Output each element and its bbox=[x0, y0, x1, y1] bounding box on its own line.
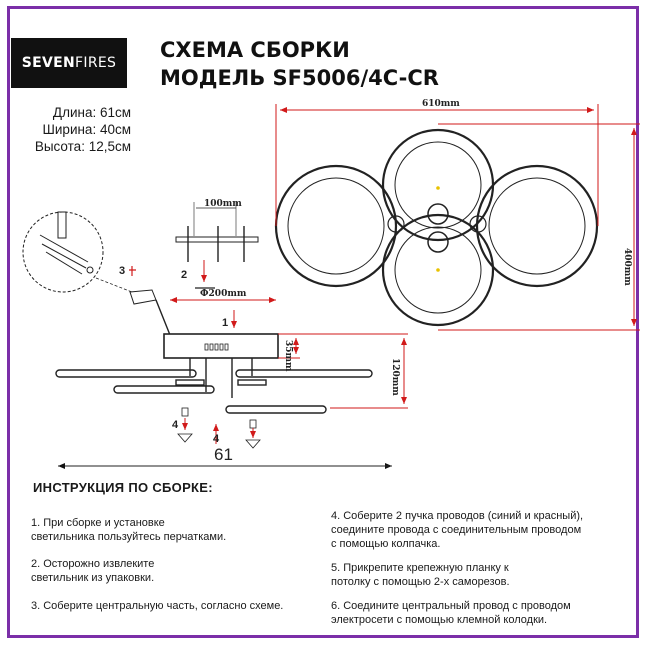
dimension-width: Ширина: 40см bbox=[42, 122, 131, 137]
instruction-step-1: 1. При сборке и установке светильника по… bbox=[31, 516, 226, 544]
logo-bold-text: SEVEN bbox=[21, 55, 76, 71]
instruction-step-6: 6. Соедините центральный провод с провод… bbox=[331, 599, 571, 627]
label-top-width: 610mm bbox=[422, 99, 460, 109]
label-total-length: 61 bbox=[214, 445, 233, 464]
led-dot-bottom bbox=[436, 268, 440, 272]
side-view-arms bbox=[55, 358, 373, 414]
ring-right bbox=[475, 164, 599, 288]
label-plate-diameter: Ф200mm bbox=[200, 289, 247, 299]
hub-upper bbox=[427, 203, 449, 225]
logo-light-text: FIRES bbox=[75, 55, 117, 71]
instructions-heading: ИНСТРУКЦИЯ ПО СБОРКЕ: bbox=[33, 480, 213, 495]
step-4-line-3: с помощью колпачка. bbox=[331, 538, 441, 550]
dimension-length: Длина: 61см bbox=[52, 105, 131, 120]
mounting-bar: 100mm bbox=[175, 199, 259, 289]
step-marker-1: 1 bbox=[222, 317, 228, 329]
step-5-line-1: 5. Прикрепите крепежную планку к bbox=[331, 562, 509, 574]
step-3-line-1: 3. Соберите центральную часть, согласно … bbox=[31, 600, 284, 612]
step-marker-2: 2 bbox=[181, 269, 187, 281]
instruction-step-2: 2. Осторожно извлеките светильник из упа… bbox=[31, 557, 154, 585]
title-line-2: МОДЕЛЬ SF5006/4C-CR bbox=[160, 66, 439, 90]
dimension-height: Высота: 12,5см bbox=[34, 139, 131, 154]
led-dot-top bbox=[436, 186, 440, 190]
hub-left bbox=[387, 215, 405, 233]
step-marker-4b: 4 bbox=[213, 433, 220, 445]
step-4-line-1: 4. Соберите 2 пучка проводов (синий и кр… bbox=[331, 510, 584, 522]
dimensions-list: Длина: 61см Ширина: 40см Высота: 12,5см bbox=[35, 104, 131, 155]
top-view bbox=[274, 128, 599, 327]
wire-connectors bbox=[177, 407, 261, 449]
label-body-height: 120mm bbox=[390, 358, 400, 396]
page-title: СХЕМА СБОРКИ МОДЕЛЬ SF5006/4C-CR bbox=[160, 36, 439, 92]
instruction-step-5: 5. Прикрепите крепежную планку к потолку… bbox=[331, 561, 510, 589]
title-line-1: СХЕМА СБОРКИ bbox=[160, 38, 350, 62]
step-marker-4a: 4 bbox=[172, 419, 179, 431]
step-5-line-2: потолку с помощью 2-х саморезов. bbox=[331, 576, 510, 588]
instruction-step-3: 3. Соберите центральную часть, согласно … bbox=[31, 599, 283, 613]
step-2-line-2: светильник из упаковки. bbox=[31, 572, 155, 584]
wiring-detail bbox=[22, 211, 173, 341]
label-canopy-height: 35mm bbox=[283, 340, 293, 372]
instruction-step-4: 4. Соберите 2 пучка проводов (синий и кр… bbox=[331, 509, 583, 551]
hub-lower bbox=[427, 231, 449, 253]
step-1-line-2: светильника пользуйтесь перчатками. bbox=[31, 531, 227, 543]
page-border bbox=[7, 6, 639, 638]
step-4-line-2: соедините провода с соединительным прово… bbox=[331, 524, 582, 536]
ceiling-plate: Ф200mm bbox=[163, 289, 279, 359]
top-dimensions bbox=[275, 104, 640, 331]
step-6-line-2: электросети с помощью клемной колодки. bbox=[331, 614, 548, 626]
step-marker-3: 3 bbox=[119, 265, 125, 277]
hub-right bbox=[469, 215, 487, 233]
ring-left bbox=[274, 164, 398, 288]
ring-bottom bbox=[381, 213, 495, 327]
label-bar-width: 100mm bbox=[204, 199, 242, 209]
side-dimensions bbox=[278, 333, 408, 409]
step-1-line-1: 1. При сборке и установке bbox=[31, 517, 165, 529]
label-top-height: 400mm bbox=[622, 248, 632, 286]
screw-icon-step-3 bbox=[129, 266, 136, 276]
ring-top bbox=[381, 128, 495, 242]
step-6-line-1: 6. Соедините центральный провод с провод… bbox=[331, 600, 571, 612]
assembly-drawing: 610mm 400mm 100mm 2 3 Ф200mm bbox=[22, 99, 640, 469]
step-2-line-1: 2. Осторожно извлеките bbox=[31, 558, 155, 570]
